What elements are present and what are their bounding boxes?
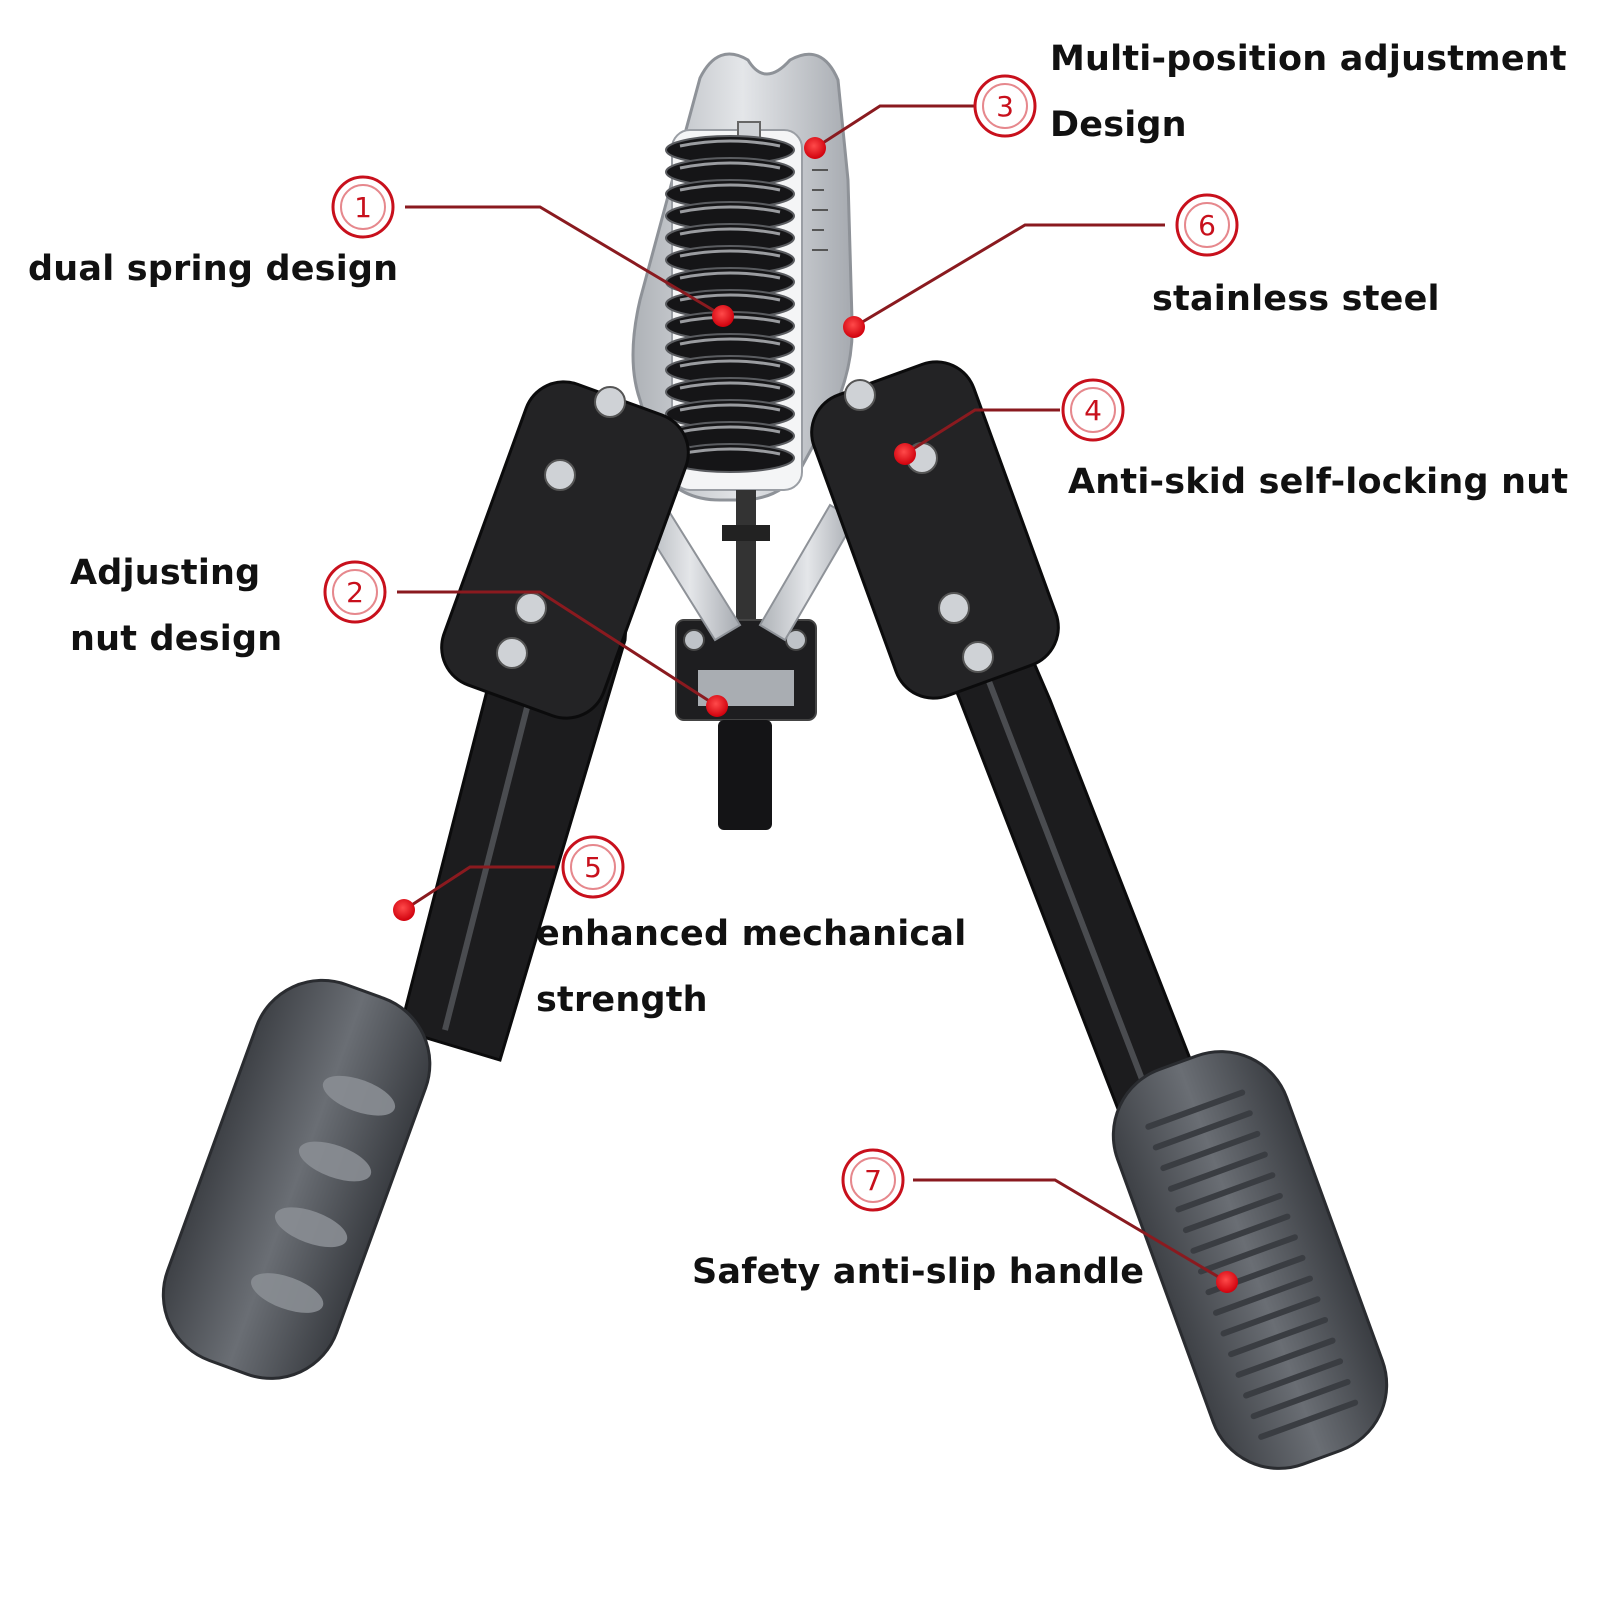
callout-dot-5	[393, 899, 415, 921]
leader-line-1	[405, 205, 724, 318]
callout-label-6-line-1: stainless steel	[1152, 279, 1440, 319]
grip-ridge	[1250, 1378, 1351, 1420]
grip-ridge	[1160, 1130, 1261, 1172]
badge-number-7: 7	[864, 1164, 882, 1197]
spring-coil-highlight	[679, 425, 781, 434]
callout-label-5-line-2: strength	[536, 980, 708, 1020]
callout-label-2-line-2: nut design	[70, 619, 283, 659]
spring-coil-highlight	[679, 205, 781, 214]
badge-number-1: 1	[354, 191, 372, 224]
badge-7: 7	[841, 1148, 905, 1212]
badge-number-4: 4	[1084, 394, 1102, 427]
leader-line-4	[904, 408, 1060, 456]
grip-ridge	[1243, 1358, 1344, 1399]
badge-2: 2	[323, 560, 387, 624]
badge-3: 3	[973, 74, 1037, 138]
leader-line-2	[397, 590, 718, 708]
callout-label-1: dual spring design	[28, 248, 398, 292]
callout-label-4-line-1: Anti-skid self-locking nut	[1068, 462, 1569, 502]
scale-marks	[812, 169, 828, 251]
adjusting-clamp	[675, 490, 817, 830]
number-badges: 1 2 3 4 5	[323, 74, 1239, 1212]
grip-ridge	[1235, 1337, 1336, 1378]
grip-ridge	[1220, 1296, 1321, 1337]
grip-ridge	[1228, 1316, 1329, 1358]
grip-ridge	[1182, 1192, 1283, 1234]
badge-4: 4	[1061, 378, 1125, 442]
spring-coil-highlight	[679, 227, 781, 236]
badge-5: 5	[561, 835, 625, 899]
left-arm	[398, 380, 690, 1062]
badge-1: 1	[331, 175, 395, 239]
callout-dots	[393, 137, 1238, 1293]
badge-number-5: 5	[584, 851, 602, 884]
spring-coil-highlight	[679, 271, 781, 280]
spring-coil-highlight	[679, 183, 781, 192]
spring-coil-highlight	[679, 161, 781, 170]
leader-lines	[397, 104, 1228, 1284]
badge-6: 6	[1175, 193, 1239, 257]
callout-dot-4	[894, 443, 916, 465]
right-grip	[1111, 1050, 1389, 1470]
callout-dot-7	[1216, 1271, 1238, 1293]
callout-label-2: Adjusting nut design	[70, 540, 282, 672]
callout-label-1-line-1: dual spring design	[28, 249, 399, 289]
callout-label-7-line-1: Safety anti-slip handle	[692, 1252, 1145, 1292]
grip-ridge	[1152, 1110, 1253, 1151]
callout-label-2-line-1: Adjusting	[70, 553, 261, 593]
spring	[665, 121, 795, 473]
grip-ridge	[1213, 1275, 1313, 1316]
grip-ridge	[1167, 1151, 1268, 1192]
callout-label-3: Multi-position adjustment Design	[1050, 26, 1567, 158]
leader-line-6	[853, 223, 1165, 329]
callout-label-3-line-1: Multi-position adjustment	[1050, 39, 1567, 79]
callout-dot-3	[804, 137, 826, 159]
grip-ridge	[1145, 1089, 1246, 1130]
callout-dot-6	[843, 316, 865, 338]
callout-label-7: Safety anti-slip handle	[692, 1251, 1144, 1295]
spring-coil-highlight	[679, 139, 781, 148]
right-arm	[810, 360, 1212, 1142]
callout-label-5-line-1: enhanced mechanical	[536, 914, 967, 954]
callout-label-5: enhanced mechanical strength	[536, 901, 966, 1033]
callout-label-4: Anti-skid self-locking nut	[1068, 461, 1568, 505]
spring-coil-highlight	[679, 249, 781, 258]
spring-coil-highlight	[679, 337, 781, 346]
callout-dot-1	[712, 305, 734, 327]
badge-number-6: 6	[1198, 209, 1216, 242]
spring-coil-highlight	[679, 359, 781, 368]
spring-coil-highlight	[679, 403, 781, 412]
grip-ridge	[1175, 1172, 1276, 1213]
grip-ridge	[1258, 1399, 1359, 1440]
grip-ridge	[1190, 1213, 1291, 1254]
callout-label-6: stainless steel	[1152, 278, 1440, 322]
callout-label-3-line-2: Design	[1050, 105, 1187, 145]
leader-line-5	[403, 865, 555, 912]
grip-ridge	[1197, 1234, 1298, 1275]
spring-coil-highlight	[679, 447, 781, 456]
left-grip	[161, 978, 432, 1380]
callout-dot-2	[706, 695, 728, 717]
spring-coil-highlight	[679, 381, 781, 390]
badge-number-3: 3	[996, 90, 1014, 123]
badge-number-2: 2	[346, 576, 364, 609]
leader-line-7	[913, 1178, 1228, 1284]
leader-line-3	[814, 104, 975, 150]
